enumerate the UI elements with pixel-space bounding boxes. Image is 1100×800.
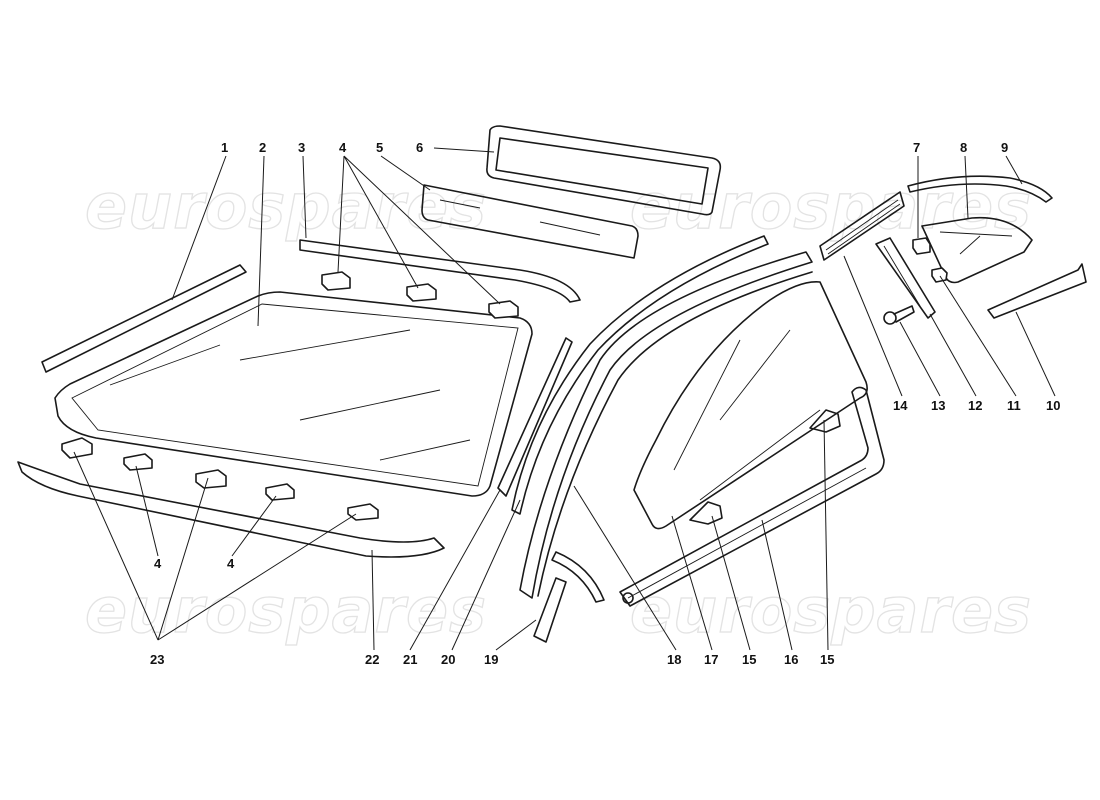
- callout-16: 16: [784, 652, 798, 667]
- watermark-bottom-left: eurospares: [85, 574, 487, 647]
- watermark-top-left: eurospares: [85, 170, 487, 243]
- part-16-door-frame-channel: [619, 386, 885, 607]
- callout-labels: 1 2 3 4 5 6 7 8 9 10 11 12 13 14 15 15 1…: [150, 140, 1060, 667]
- part-5-rear-window-glass: [421, 184, 639, 259]
- callout-17: 17: [704, 652, 718, 667]
- callout-3: 3: [298, 140, 305, 155]
- part-2-windscreen-glass: [54, 291, 533, 497]
- callout-19: 19: [484, 652, 498, 667]
- callout-2: 2: [259, 140, 266, 155]
- callout-12: 12: [968, 398, 982, 413]
- callout-5: 5: [376, 140, 383, 155]
- callout-10: 10: [1046, 398, 1060, 413]
- part-18-door-frame-seal: [519, 251, 813, 599]
- part-11-small-pad: [931, 267, 948, 283]
- part-22-lower-windscreen-seal: [17, 461, 445, 558]
- callout-20: 20: [441, 652, 455, 667]
- watermark-top-right: eurospares: [630, 170, 1032, 243]
- part-3-roof-front-seal: [299, 239, 581, 303]
- part-4-spacer-blocks-top: [321, 271, 519, 319]
- callout-11: 11: [1007, 398, 1021, 413]
- callout-9: 9: [1001, 140, 1008, 155]
- callout-21: 21: [403, 652, 417, 667]
- callout-4-top: 4: [339, 140, 347, 155]
- callout-8: 8: [960, 140, 967, 155]
- watermark-group: eurospares eurospares eurospares eurospa…: [84, 169, 1032, 647]
- part-17-door-glass: [633, 281, 868, 530]
- part-14-vent-trim-plate: [819, 191, 905, 261]
- part-6-rear-window-seal: [486, 125, 722, 216]
- callout-14: 14: [893, 398, 908, 413]
- part-9-quarter-upper-trim: [907, 175, 1053, 203]
- leader-lines: [73, 147, 1056, 651]
- part-7-small-block: [912, 237, 931, 255]
- callout-4-mid: 4: [227, 556, 235, 571]
- part-23-lower-blocks: [61, 437, 379, 521]
- callout-22: 22: [365, 652, 379, 667]
- part-21-pillar-strip: [497, 337, 573, 497]
- part-20-pillar-trim: [511, 235, 769, 515]
- watermark-bottom-right: eurospares: [630, 574, 1032, 647]
- part-8-quarter-window-glass: [921, 216, 1033, 284]
- callout-18: 18: [667, 652, 681, 667]
- part-13-screw: [883, 305, 915, 325]
- part-10-quarter-lower-trim: [987, 263, 1087, 319]
- callout-13: 13: [931, 398, 945, 413]
- part-12-bracket-strip: [875, 237, 936, 319]
- callout-15-left: 15: [742, 652, 756, 667]
- callout-4-left: 4: [154, 556, 162, 571]
- callout-6: 6: [416, 140, 423, 155]
- part-19-lower-bracket: [533, 551, 605, 643]
- callout-15-right: 15: [820, 652, 834, 667]
- callout-7: 7: [913, 140, 920, 155]
- part-1-windscreen-upper-trim: [41, 264, 247, 373]
- callout-1: 1: [221, 140, 228, 155]
- callout-23: 23: [150, 652, 164, 667]
- part-15-guide-clips: [689, 409, 841, 525]
